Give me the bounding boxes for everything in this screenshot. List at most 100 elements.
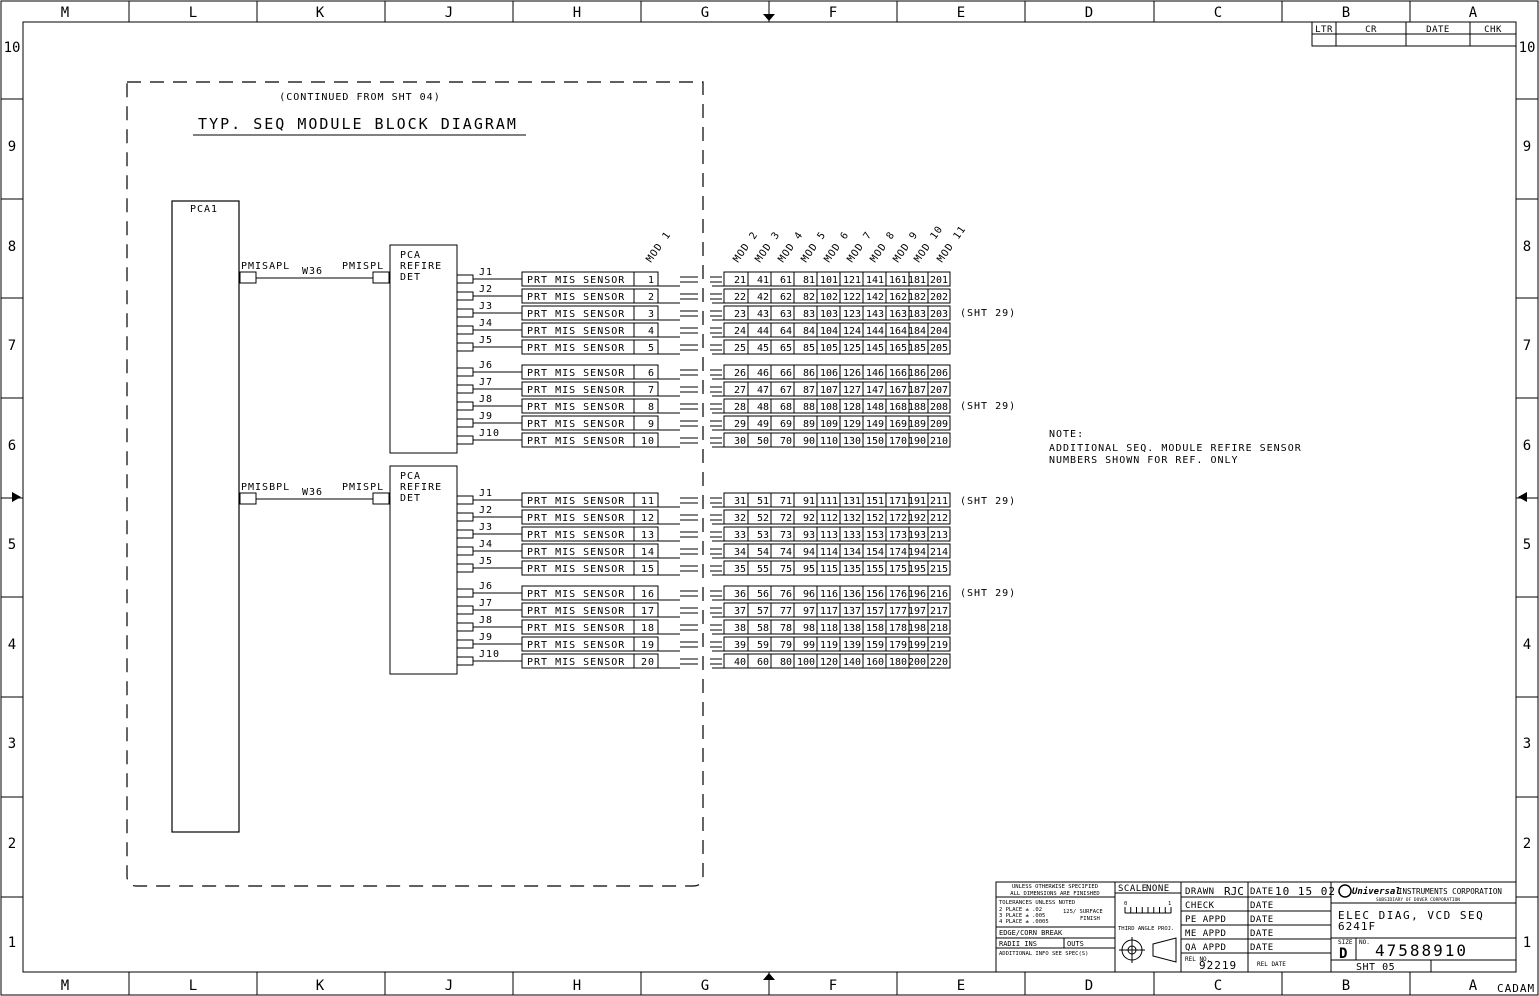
mod-sensor-number: 35 xyxy=(734,564,746,575)
zone-col-bottom: E xyxy=(957,978,965,994)
tol-line-3: TOLERANCES UNLESS NOTED xyxy=(999,900,1075,906)
sensor-label: PRT MIS SENSOR xyxy=(527,368,625,379)
sensor-number: 2 xyxy=(648,292,655,303)
jack-connector xyxy=(456,588,474,598)
zone-row-left: 7 xyxy=(8,338,16,354)
mod-sensor-number: 42 xyxy=(757,292,769,303)
mod-number-cell xyxy=(927,381,951,397)
sensor-label: PRT MIS SENSOR xyxy=(527,275,625,286)
mod-sensor-number: 86 xyxy=(803,368,815,379)
mod-sensor-number: 59 xyxy=(757,640,769,651)
drawn-date: 10 15 02 xyxy=(1275,885,1336,898)
mod-sensor-number: 52 xyxy=(757,513,769,524)
zone-col-bottom: F xyxy=(829,978,837,994)
rel-no: 92219 xyxy=(1199,959,1237,972)
mod-number-cell xyxy=(927,653,951,669)
sensor-number: 15 xyxy=(641,564,655,575)
jack-label: J9 xyxy=(479,632,493,643)
drawn-label: DRAWN xyxy=(1185,887,1215,897)
revision-block: LTR CR DATE CHK xyxy=(1311,21,1517,47)
jack-connector xyxy=(456,325,474,335)
jack-label: J8 xyxy=(479,615,493,626)
sensor-number: 20 xyxy=(641,657,655,668)
drawing-subtitle: 6241F xyxy=(1338,920,1376,933)
jack-connector xyxy=(456,342,474,352)
mod-sensor-number: 120 xyxy=(820,657,838,668)
mod-sensor-number: 191 xyxy=(908,496,926,507)
jack-label: J4 xyxy=(479,318,493,329)
pe-appd-label: PE APPD xyxy=(1185,915,1226,925)
sensor-number: 19 xyxy=(641,640,655,651)
mod-number-cell xyxy=(927,509,951,525)
mod-sensor-number: 123 xyxy=(843,309,861,320)
jack-label: J10 xyxy=(479,428,500,439)
sensor-number: 6 xyxy=(648,368,655,379)
mod-sensor-number: 91 xyxy=(803,496,815,507)
mod-sensor-number: 51 xyxy=(757,496,769,507)
mod-sensor-number: 53 xyxy=(757,530,769,541)
sensor-number: 10 xyxy=(641,436,655,447)
mod-sensor-number: 104 xyxy=(820,326,838,337)
mod-sensor-number: 215 xyxy=(930,564,948,575)
pca-refire-label: PCA xyxy=(400,250,421,261)
company-name: INSTRUMENTS CORPORATION xyxy=(1398,887,1502,896)
mod-sensor-number: 26 xyxy=(734,368,746,379)
mod-sensor-number: 76 xyxy=(780,589,792,600)
mod-sensor-number: 115 xyxy=(820,564,838,575)
mod-sensor-number: 157 xyxy=(866,606,884,617)
mod-number-cell xyxy=(927,543,951,559)
mod-sensor-number: 199 xyxy=(908,640,926,651)
mod-sensor-number: 113 xyxy=(820,530,838,541)
mod-number-cell xyxy=(927,271,951,287)
jack-connector xyxy=(456,563,474,573)
mod-sensor-number: 170 xyxy=(889,436,907,447)
mod-sensor-number: 145 xyxy=(866,343,884,354)
sensor-label: PRT MIS SENSOR xyxy=(527,657,625,668)
mod-sensor-number: 95 xyxy=(803,564,815,575)
mod-number-cell xyxy=(927,288,951,304)
rev-header-date: DATE xyxy=(1426,25,1450,35)
jack-label: J1 xyxy=(479,267,493,278)
mod-sensor-number: 152 xyxy=(866,513,884,524)
zone-row-left: 10 xyxy=(4,40,21,56)
mod-sensor-number: 183 xyxy=(908,309,926,320)
zone-col-top: G xyxy=(701,5,709,21)
finish-label: FINISH xyxy=(1080,916,1100,922)
jack-label: J4 xyxy=(479,539,493,550)
zone-row-right: 1 xyxy=(1523,935,1531,951)
mod-sensor-number: 106 xyxy=(820,368,838,379)
radii-outs: OUTS xyxy=(1067,940,1084,948)
jack-label: J5 xyxy=(479,335,493,346)
mod-sensor-number: 171 xyxy=(889,496,907,507)
sensor-label: PRT MIS SENSOR xyxy=(527,513,625,524)
zone-row-left: 4 xyxy=(8,637,16,653)
connector-right-label: PMISPL xyxy=(342,482,384,493)
jack-label: J3 xyxy=(479,301,493,312)
note-line-2: NUMBERS SHOWN FOR REF. ONLY xyxy=(1049,455,1239,466)
mod-sensor-number: 173 xyxy=(889,530,907,541)
mod-sensor-number: 48 xyxy=(757,402,769,413)
mod-sensor-number: 61 xyxy=(780,275,792,286)
mod-sensor-number: 85 xyxy=(803,343,815,354)
sensor-number: 9 xyxy=(648,419,655,430)
mod-sensor-number: 174 xyxy=(889,547,907,558)
mod-sensor-number: 196 xyxy=(908,589,926,600)
mod-sensor-number: 198 xyxy=(908,623,926,634)
mod-sensor-number: 82 xyxy=(803,292,815,303)
mod-sensor-number: 60 xyxy=(757,657,769,668)
pca-refire-connector xyxy=(372,492,390,505)
me-appd-label: ME APPD xyxy=(1185,929,1226,939)
mod-number-cell xyxy=(927,432,951,448)
mod-number-cell xyxy=(927,364,951,380)
pca-refire-label: REFIRE xyxy=(400,261,442,272)
zone-col-top: A xyxy=(1469,5,1478,21)
zone-row-right: 3 xyxy=(1523,736,1531,752)
tol-line-2: ALL DIMENSIONS ARE FINISHED xyxy=(1010,891,1099,897)
